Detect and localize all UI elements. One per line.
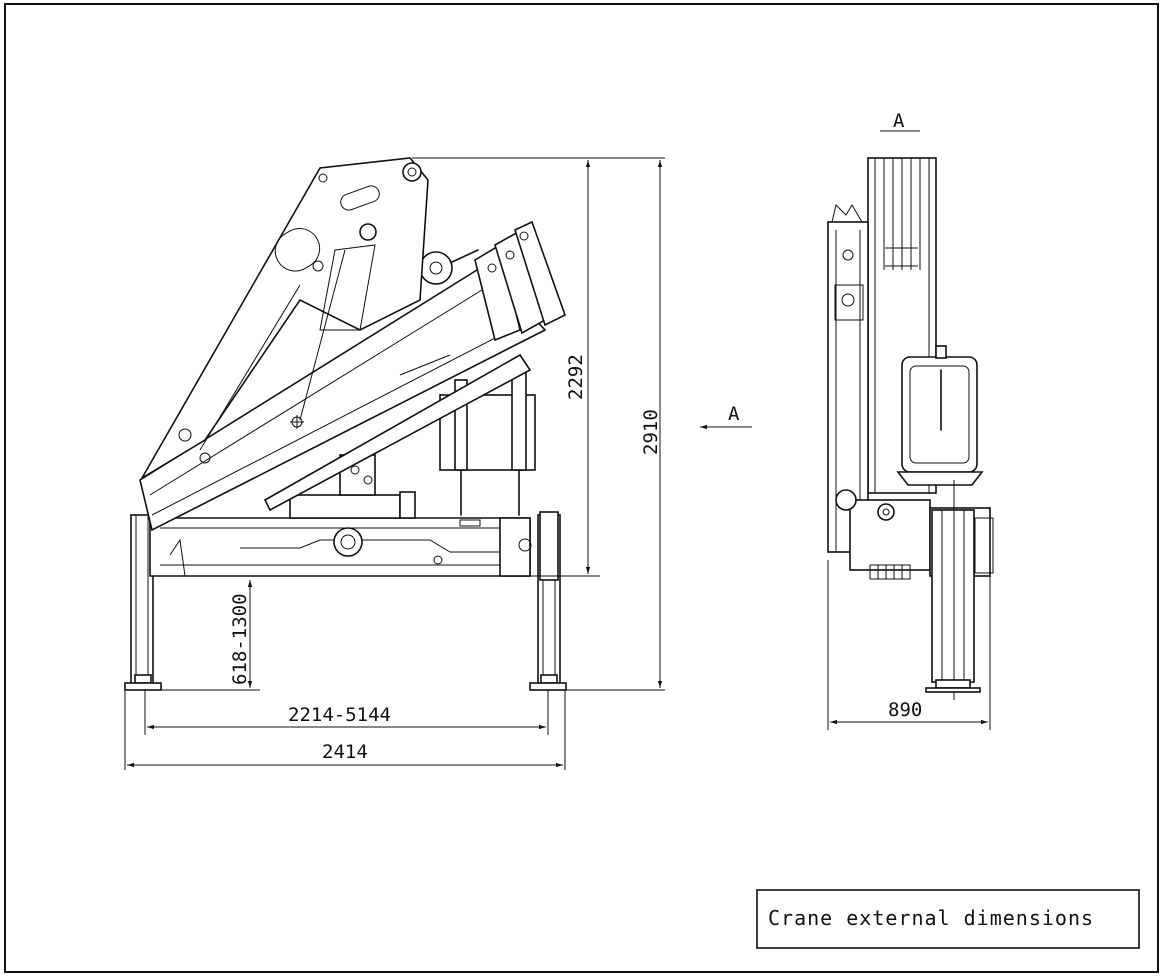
dim-outrigger-span-label: 2214-5144 xyxy=(288,704,391,726)
left-outrigger-leg xyxy=(124,514,162,691)
dim-total-height-label: 2910 xyxy=(640,409,662,455)
front-view: 890 A xyxy=(827,110,994,730)
dim-base-height-label: 2292 xyxy=(565,354,587,400)
dim-front-width-label: 890 xyxy=(888,699,922,721)
control-box xyxy=(896,345,984,486)
side-view: 2910 2292 618-1300 2214-5144 2414 A xyxy=(124,157,752,770)
base-frame xyxy=(149,454,600,581)
dim-overall-width-label: 2414 xyxy=(322,741,368,763)
main-boom xyxy=(139,263,547,532)
title-block-caption: Crane external dimensions xyxy=(768,906,1094,930)
front-outrigger-leg xyxy=(925,480,981,700)
section-marker-top: A xyxy=(880,110,920,132)
dim-leg-extension-label: 618-1300 xyxy=(229,593,251,685)
section-marker-side: A xyxy=(700,403,752,430)
section-marker-top-label: A xyxy=(893,110,905,132)
boom-head xyxy=(474,220,566,342)
front-dimension xyxy=(827,560,991,730)
lifting-column xyxy=(139,157,429,481)
drawing-frame xyxy=(4,3,1159,973)
section-marker-side-label: A xyxy=(728,403,740,425)
side-dimensions xyxy=(124,157,665,770)
title-block: Crane external dimensions xyxy=(756,889,1140,949)
